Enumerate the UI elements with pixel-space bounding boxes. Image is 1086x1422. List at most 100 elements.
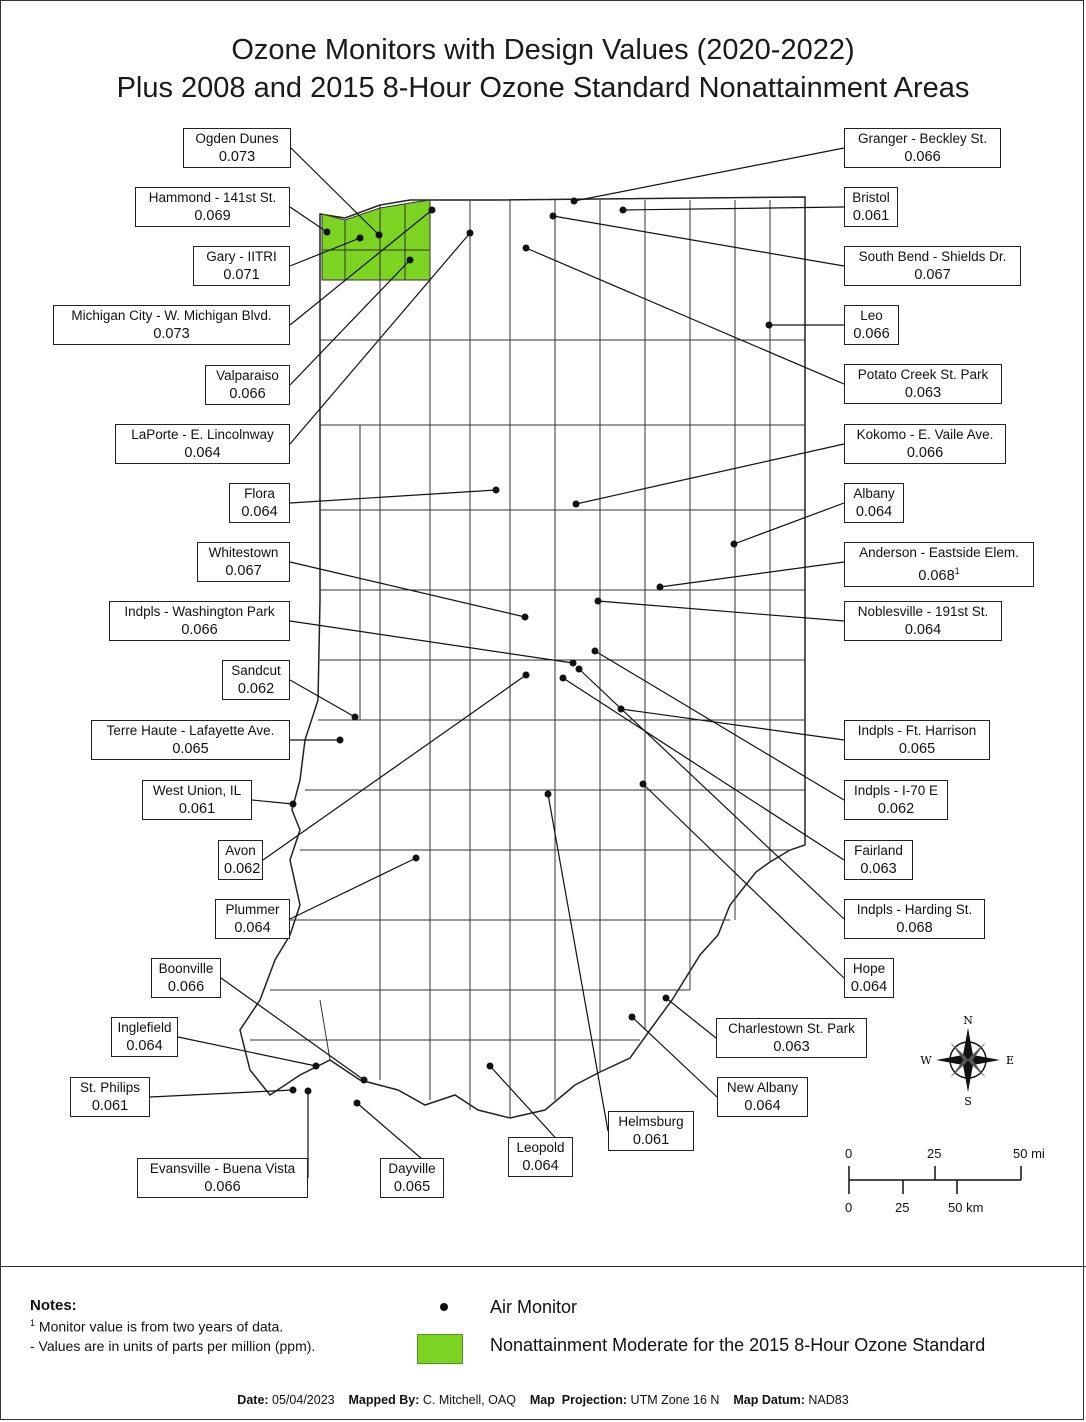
monitor-name: Leopold bbox=[516, 1140, 565, 1155]
map-title-line1: Ozone Monitors with Design Values (2020-… bbox=[231, 34, 855, 66]
leader-line bbox=[659, 561, 845, 588]
compass-n: N bbox=[963, 1014, 973, 1027]
leader-line bbox=[289, 209, 433, 326]
leader-line bbox=[562, 677, 845, 861]
monitor-dot bbox=[575, 665, 583, 673]
leader-line bbox=[525, 247, 845, 385]
leader-line bbox=[631, 1016, 718, 1098]
monitor-value: 0.064 bbox=[522, 1158, 559, 1174]
monitor-name: Indpls - Ft. Harrison bbox=[857, 723, 977, 738]
monitor-dot bbox=[617, 705, 625, 713]
monitor-value: 0.065 bbox=[172, 741, 209, 757]
note-line-2: - Values are in units of parts per milli… bbox=[30, 1338, 316, 1354]
footer-date: 05/04/2023 bbox=[272, 1393, 335, 1407]
footer-proj: UTM Zone 16 N bbox=[630, 1393, 720, 1407]
monitor-dot bbox=[304, 1087, 312, 1095]
monitor-name: South Bend - Shields Dr. bbox=[858, 249, 1007, 264]
monitor-dots bbox=[289, 197, 773, 1107]
monitor-dot bbox=[492, 486, 500, 494]
monitor-dot bbox=[360, 1076, 368, 1084]
monitor-value: 0.063 bbox=[860, 861, 897, 877]
monitor-value: 0.062 bbox=[237, 681, 275, 697]
monitor-dot bbox=[522, 671, 530, 679]
monitor-value: 0.064 bbox=[904, 622, 942, 638]
monitor-value: 0.064 bbox=[241, 504, 278, 520]
monitor-name: Dayville bbox=[388, 1161, 436, 1176]
monitor-dot bbox=[521, 613, 529, 621]
compass-s: S bbox=[964, 1095, 972, 1108]
scale-mi-50: 50 mi bbox=[1013, 1146, 1045, 1161]
leader-line bbox=[289, 679, 356, 718]
footer-datum-label: Map Datum: bbox=[733, 1393, 805, 1407]
leader-line bbox=[620, 708, 845, 741]
note-text-1: Monitor value is from two years of data. bbox=[35, 1318, 284, 1335]
scale-mi-0: 0 bbox=[845, 1146, 853, 1161]
leader-line bbox=[290, 147, 380, 236]
monitor-name: Fairland bbox=[854, 843, 903, 858]
monitor-dot bbox=[594, 597, 602, 605]
leader-line bbox=[220, 977, 365, 1081]
monitor-name: St. Philips bbox=[79, 1080, 141, 1095]
monitor-value: 0.061 bbox=[178, 801, 216, 817]
monitor-value: 0.067 bbox=[914, 267, 951, 283]
monitor-footnote: 1 bbox=[954, 566, 960, 576]
monitor-dot bbox=[656, 583, 664, 591]
monitor-value: 0.073 bbox=[153, 326, 190, 342]
monitor-name: Gary - IITRI bbox=[206, 249, 277, 264]
monitor-name: LaPorte - E. Lincolnway bbox=[131, 427, 274, 442]
monitor-name: Avon bbox=[225, 843, 256, 858]
monitor-name: Indpls - Harding St. bbox=[856, 902, 973, 917]
monitor-name: Bristol bbox=[852, 190, 890, 205]
monitor-label: Whitestown 0.067 bbox=[197, 542, 290, 582]
monitor-name: Whitestown bbox=[208, 545, 279, 560]
legend-nonattainment-label: Nonattainment Moderate for the 2015 8-Ho… bbox=[490, 1335, 986, 1355]
monitor-label: Granger - Beckley St.0.066 bbox=[844, 128, 1001, 168]
leader-line bbox=[594, 650, 845, 801]
monitor-value: 0.066 bbox=[229, 386, 266, 402]
leader-line bbox=[575, 443, 845, 505]
monitor-value: 0.067 bbox=[225, 563, 262, 579]
monitor-label: Michigan City - W. Michigan Blvd.0.073 bbox=[53, 305, 290, 345]
leader-line bbox=[665, 997, 717, 1039]
monitor-name: Granger - Beckley St. bbox=[857, 131, 988, 146]
monitor-dot bbox=[572, 500, 580, 508]
footer-mapped: C. Mitchell, OAQ bbox=[422, 1393, 516, 1407]
monitor-value: 0.066 bbox=[181, 622, 218, 638]
footer-proj-label: Map Projection: bbox=[529, 1393, 628, 1407]
monitor-value: 0.064 bbox=[184, 445, 221, 461]
monitor-value: 0.064 bbox=[855, 504, 893, 520]
monitor-label: Leopold 0.064 bbox=[508, 1137, 573, 1177]
scale-mi-25: 25 bbox=[927, 1146, 942, 1161]
footer-mapped-label: Mapped By: bbox=[348, 1393, 420, 1407]
compass-e: E bbox=[1006, 1054, 1014, 1067]
compass-rose-icon: N S E W bbox=[920, 1014, 1014, 1108]
monitor-dot bbox=[559, 674, 567, 682]
monitor-name: Albany bbox=[853, 486, 895, 501]
monitor-dot bbox=[356, 234, 364, 242]
monitor-label: Kokomo - E. Vaile Ave.0.066 bbox=[844, 424, 1006, 464]
monitor-name: Inglefield bbox=[117, 1020, 172, 1035]
monitor-value: 0.062 bbox=[224, 861, 261, 877]
monitor-name: Sandcut bbox=[231, 663, 281, 678]
monitor-name: Noblesville - 191st St. bbox=[857, 604, 989, 619]
monitor-dot bbox=[486, 1062, 494, 1070]
map-title-line2: Plus 2008 and 2015 8-Hour Ozone Standard… bbox=[116, 72, 970, 104]
monitor-value: 0.063 bbox=[904, 385, 942, 401]
monitor-value: 0.062 bbox=[877, 801, 915, 817]
monitor-dot bbox=[289, 800, 297, 808]
monitor-label: Albany 0.064 bbox=[844, 483, 904, 523]
notes-heading: Notes: bbox=[30, 1297, 77, 1314]
monitor-label: Indpls - Harding St.0.068 bbox=[844, 899, 985, 939]
leader-line bbox=[289, 857, 417, 920]
leader-line bbox=[642, 783, 845, 979]
